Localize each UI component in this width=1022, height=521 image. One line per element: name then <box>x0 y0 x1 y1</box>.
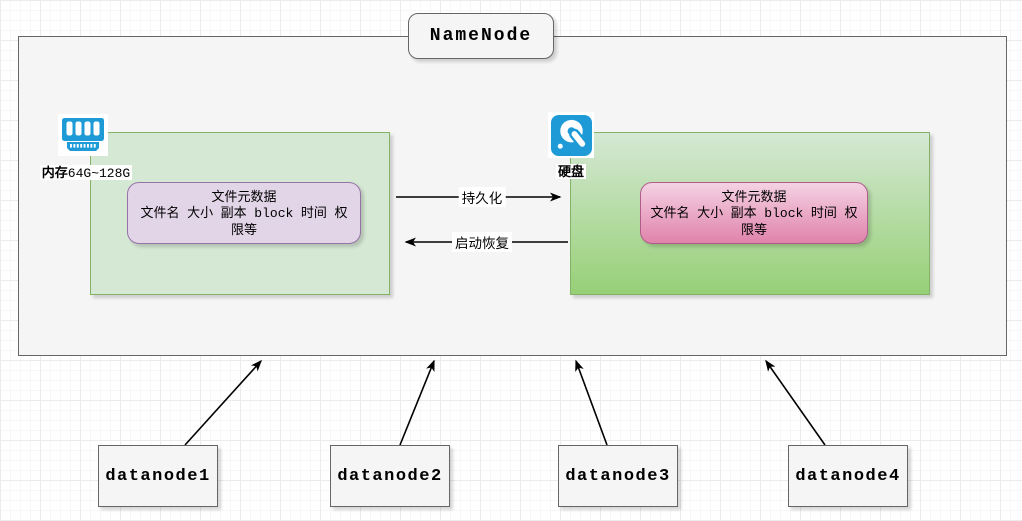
namenode-box: NameNode <box>408 13 554 59</box>
memory-metadata-title: 文件元数据 <box>211 188 277 204</box>
arrow-datanode2 <box>399 359 435 446</box>
datanode3-label: datanode3 <box>565 466 671 486</box>
arrow-datanode1 <box>184 359 263 446</box>
disk-label: 硬盘 <box>541 161 601 180</box>
datanode2-box: datanode2 <box>330 445 450 507</box>
memory-label: 内存64G~128G <box>18 162 154 181</box>
arrow-datanode3 <box>575 359 608 446</box>
disk-metadata-detail: 文件名 大小 副本 block 时间 权限等 <box>650 204 858 237</box>
datanode4-box: datanode4 <box>788 445 908 507</box>
memory-label-capacity: 64G~128G <box>67 166 131 181</box>
namenode-label: NameNode <box>429 26 533 46</box>
datanode1-box: datanode1 <box>98 445 218 507</box>
disk-metadata-title: 文件元数据 <box>721 188 787 204</box>
persist-edge-label: 持久化 <box>458 187 506 207</box>
arrow-datanode4 <box>765 359 826 446</box>
ram-icon <box>58 114 108 156</box>
datanode1-label: datanode1 <box>105 466 211 486</box>
disk-label-name: 硬盘 <box>555 164 586 179</box>
disk-metadata-node: 文件元数据 文件名 大小 副本 block 时间 权限等 <box>640 182 868 244</box>
hdd-icon <box>548 112 594 158</box>
datanode2-label: datanode2 <box>337 466 443 486</box>
memory-metadata-node: 文件元数据 文件名 大小 副本 block 时间 权限等 <box>127 182 361 244</box>
recover-edge-label: 启动恢复 <box>452 232 512 252</box>
memory-metadata-detail: 文件名 大小 副本 block 时间 权限等 <box>140 204 348 237</box>
datanode3-box: datanode3 <box>558 445 678 507</box>
memory-label-name: 内存 <box>41 165 68 180</box>
datanode4-label: datanode4 <box>795 466 901 486</box>
